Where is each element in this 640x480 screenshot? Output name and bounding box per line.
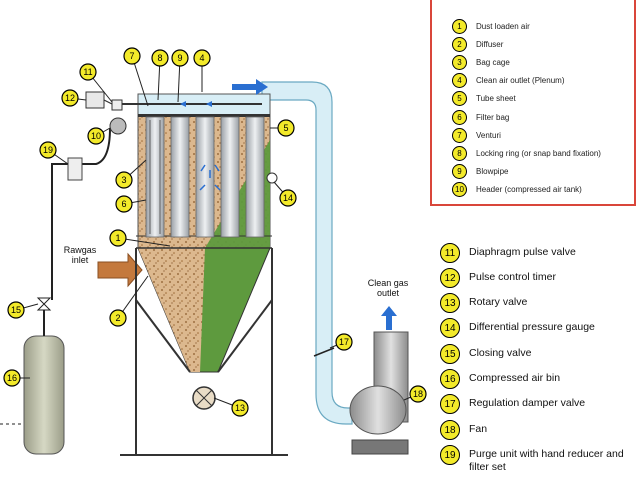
- legend-number-8: 8: [452, 145, 467, 161]
- legend-text-18: Fan: [469, 423, 488, 435]
- legend-number-1: 1: [452, 18, 467, 34]
- legend-text-4: Clean air outlet (Plenum): [476, 76, 565, 86]
- legend-text-12: Pulse control timer: [469, 271, 556, 283]
- fan-icon: [349, 331, 409, 455]
- clean-gas-line-1: Clean gas: [367, 278, 409, 288]
- clean-gas-outlet-label: Clean gas outlet: [360, 278, 416, 298]
- legend-number-6: 6: [452, 109, 467, 125]
- tube-sheet: [138, 114, 270, 117]
- legend-text-17: Regulation damper valve: [469, 397, 586, 409]
- legend-text-6: Filter bag: [476, 112, 510, 122]
- legend-item-9: 9 Blowpipe: [452, 164, 632, 180]
- legend-item-18: 18 Fan: [440, 420, 638, 440]
- legend-number-7: 7: [452, 127, 467, 143]
- pulse-jets: [199, 164, 221, 191]
- legend-item-17: 17 Regulation damper valve: [440, 394, 638, 414]
- legend-text-15: Closing valve: [469, 347, 532, 359]
- legend-number-2: 2: [452, 36, 467, 52]
- legend-item-4: 4 Clean air outlet (Plenum): [452, 73, 632, 89]
- legend-number-16: 16: [440, 369, 460, 389]
- legend-number-5: 5: [452, 91, 467, 107]
- legend-item-10: 10 Header (compressed air tank): [452, 182, 632, 198]
- clean-air-duct: [261, 81, 353, 425]
- purge-unit-icon: [67, 157, 83, 181]
- legend-item-8: 8 Locking ring (or snap band fixation): [452, 145, 632, 161]
- header-tank-icon: [109, 117, 127, 135]
- clean-air-arrow: [232, 79, 268, 95]
- pressure-gauge-icon: [266, 172, 278, 184]
- legend-item-13: 13 Rotary valve: [440, 293, 638, 313]
- legend-item-19: 19 Purge unit with hand reducer and filte…: [440, 445, 638, 474]
- legend-text-7: Venturi: [476, 130, 501, 140]
- legend-item-16: 16 Compressed air bin: [440, 369, 638, 389]
- legend-number-17: 17: [440, 394, 460, 414]
- legend-number-9: 9: [452, 164, 467, 180]
- legend-item-3: 3 Bag cage: [452, 54, 632, 70]
- closing-valve-icon: [36, 297, 52, 311]
- damper-valve-icon: [313, 347, 335, 357]
- legend-number-19: 19: [440, 445, 460, 465]
- legend-item-11: 11 Diaphragm pulse valve: [440, 243, 638, 263]
- legend-item-7: 7 Venturi: [452, 127, 632, 143]
- raw-gas-line-2: inlet: [71, 255, 89, 265]
- legend-text-1: Dust loaden air: [476, 21, 530, 31]
- legend-item-12: 12 Pulse control timer: [440, 268, 638, 288]
- legend-text-10: Header (compressed air tank): [476, 185, 582, 195]
- hopper-dust: [138, 248, 205, 372]
- legend-number-10: 10: [452, 182, 467, 198]
- legend-number-4: 4: [452, 73, 467, 89]
- clean-gas-line-2: outlet: [376, 288, 400, 298]
- raw-gas-inlet-label: Rawgas inlet: [58, 245, 102, 265]
- legend-number-15: 15: [440, 344, 460, 364]
- legend-item-2: 2 Diffuser: [452, 36, 632, 52]
- legend-number-13: 13: [440, 293, 460, 313]
- legend-number-14: 14: [440, 318, 460, 338]
- legend-text-2: Diffuser: [476, 39, 504, 49]
- legend-text-11: Diaphragm pulse valve: [469, 246, 576, 258]
- legend-item-15: 15 Closing valve: [440, 344, 638, 364]
- pulse-timer-icon: [85, 91, 105, 109]
- legend-number-11: 11: [440, 243, 460, 263]
- legend-text-16: Compressed air bin: [469, 372, 561, 384]
- legend-number-12: 12: [440, 268, 460, 288]
- filter-bags: [145, 116, 265, 238]
- legend-item-6: 6 Filter bag: [452, 109, 632, 125]
- legend-text-14: Differential pressure gauge: [469, 321, 595, 333]
- legend-text-13: Rotary valve: [469, 296, 528, 308]
- legend-text-19: Purge unit with hand reducer and filter …: [469, 448, 624, 473]
- legend-item-1: 1 Dust loaden air: [452, 18, 632, 34]
- legend-text-9: Blowpipe: [476, 167, 509, 177]
- legend-text-3: Bag cage: [476, 57, 510, 67]
- pulse-valve-icon: [111, 99, 123, 111]
- legend-item-14: 14 Differential pressure gauge: [440, 318, 638, 338]
- legend-number-18: 18: [440, 420, 460, 440]
- raw-gas-line-1: Rawgas: [63, 245, 97, 255]
- legend-text-5: Tube sheet: [476, 94, 516, 104]
- legend-text-8: Locking ring (or snap band fixation): [476, 148, 601, 158]
- clean-gas-outlet-arrow: [381, 306, 397, 330]
- compressed-air-bin: [23, 335, 65, 455]
- legend-item-5: 5 Tube sheet: [452, 91, 632, 107]
- legend-number-3: 3: [452, 54, 467, 70]
